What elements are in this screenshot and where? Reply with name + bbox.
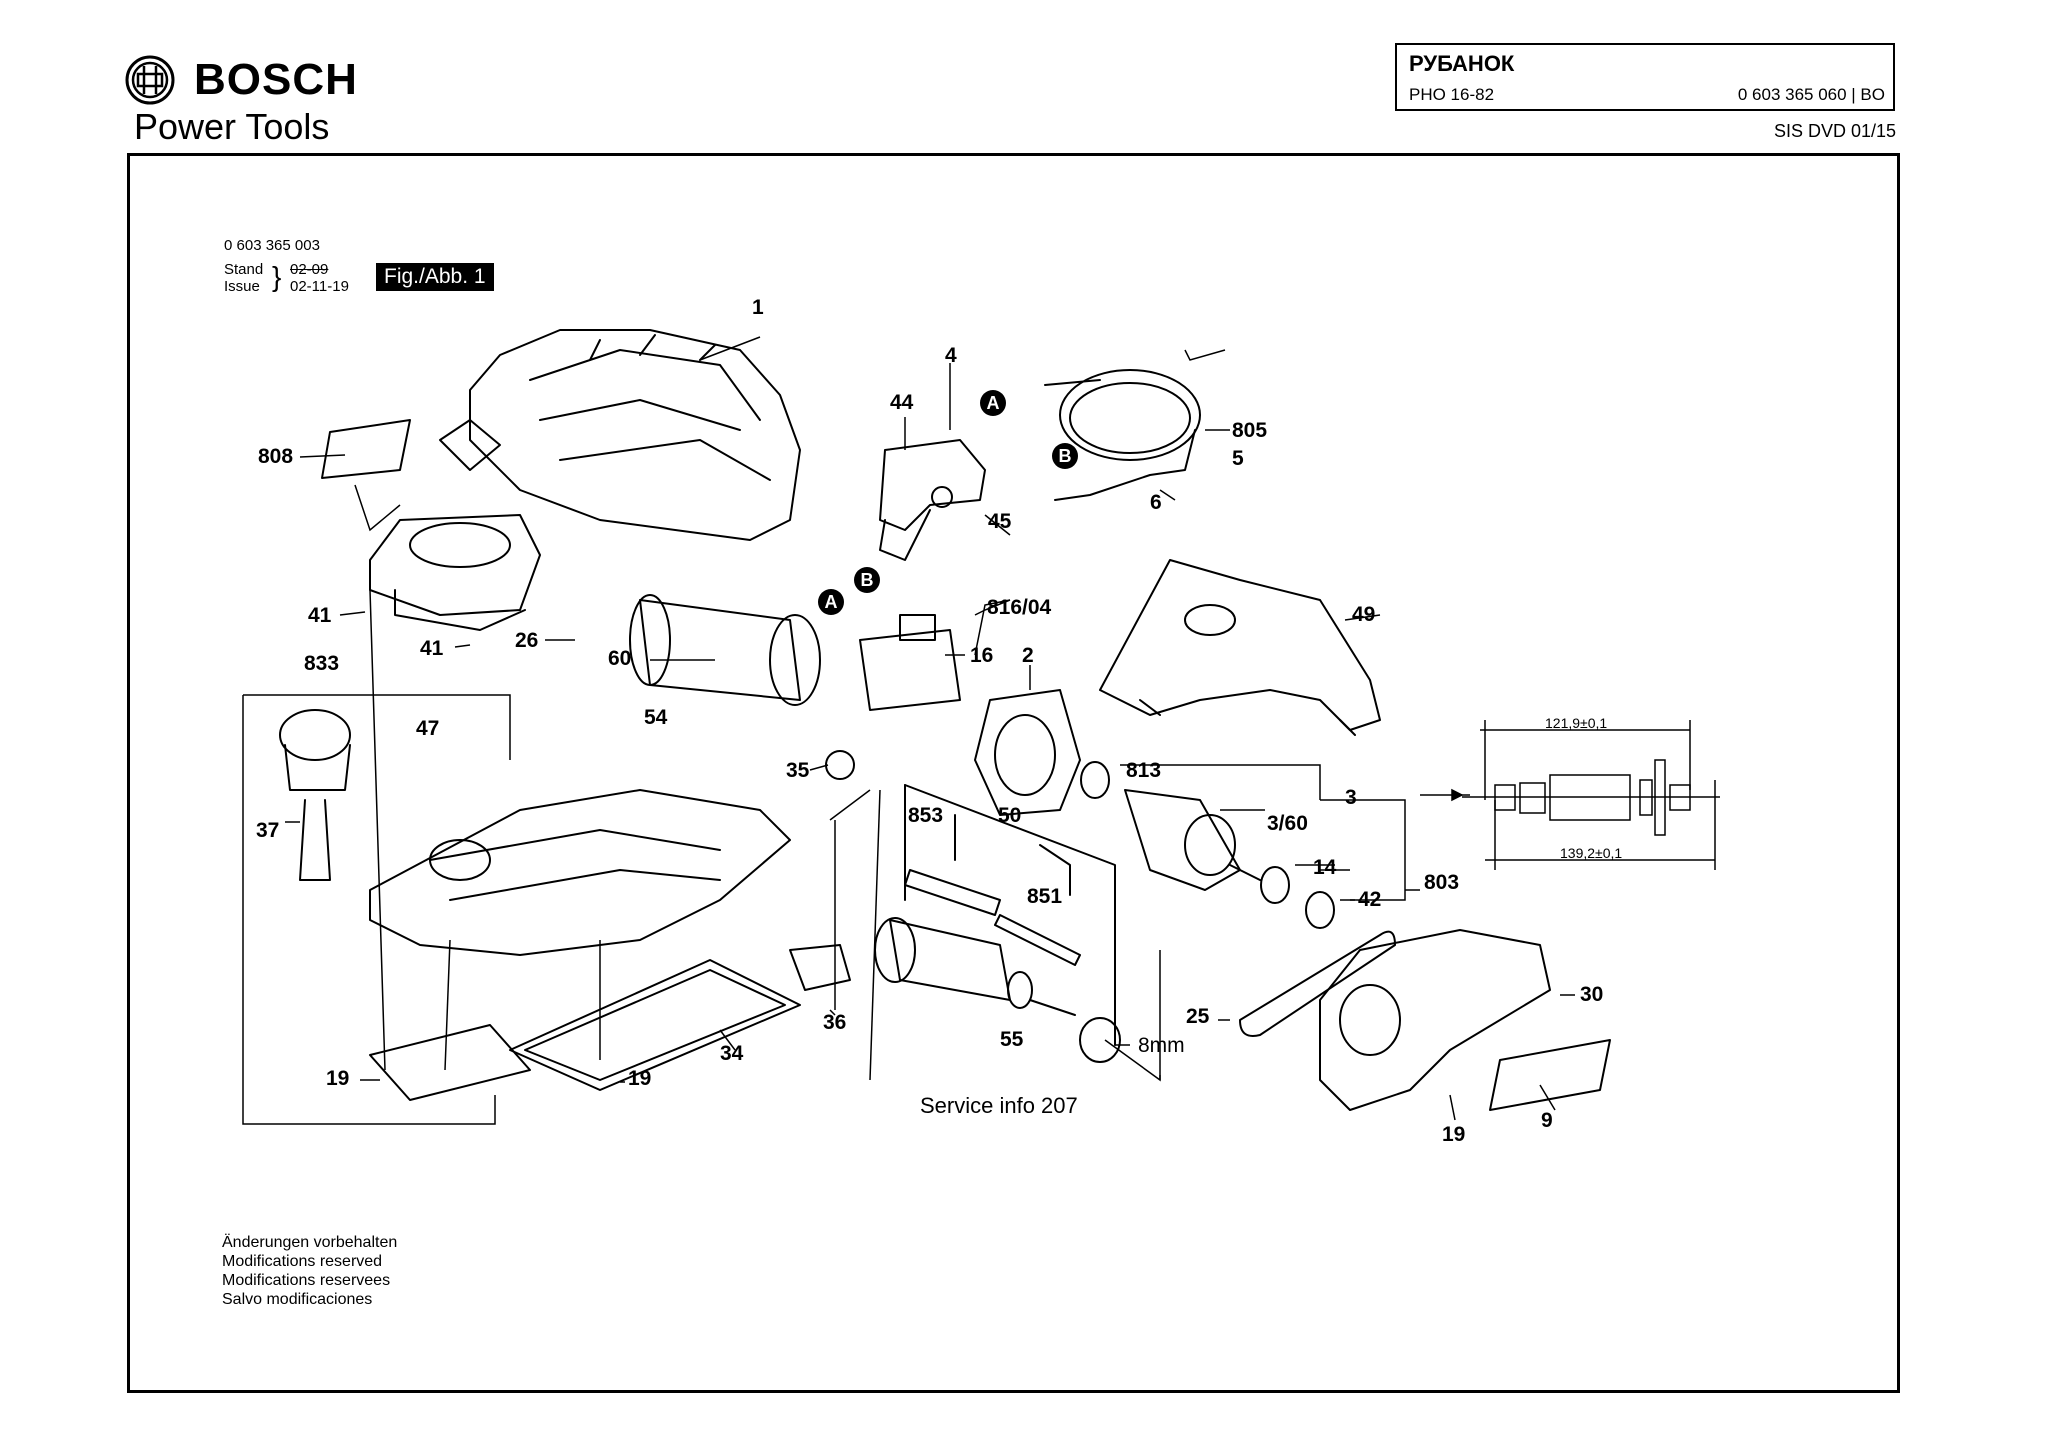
handle-part [1099,559,1381,731]
callout-44: 44 [890,391,914,414]
blade-holder-part [904,869,1001,916]
model-name: PHO 16-82 [1409,85,1495,104]
callout-marker-b2: B [854,567,880,593]
callout-26: 26 [515,629,539,652]
callout-25: 25 [1186,1005,1210,1028]
callout-34: 34 [720,1042,744,1065]
callout-2: 2 [1022,644,1034,667]
callout-35: 35 [786,759,810,782]
stand-value: 02-09 [290,261,329,278]
service-info: Service info 207 [920,1093,1078,1118]
callout-813: 813 [1126,759,1162,782]
callout-42: 42 [1358,888,1382,911]
drum-part [889,919,1011,1001]
shoe-36-part [789,944,851,991]
base-plate-part [369,1024,531,1101]
bearing-813 [1080,761,1110,799]
callout-30: 30 [1580,983,1604,1006]
belt-cover-part [1319,929,1551,1111]
callout-marker-b: B [1052,443,1078,469]
callout-808: 808 [258,445,294,468]
stator-part [974,689,1081,816]
intake-part [369,514,541,616]
note-es: Salvo modificaciones [222,1291,373,1308]
callout-36: 36 [823,1011,847,1034]
callout-8mm: 8mm [1138,1034,1185,1057]
callout-6: 6 [1150,491,1162,514]
callout-marker-a: A [980,390,1006,416]
callout-19-c: 19 [1442,1123,1466,1146]
callout-853: 853 [908,804,944,827]
title-box: РУБАНОК PHO 16-82 0 603 365 060 | BO [1395,43,1895,111]
bushing-35 [825,750,855,780]
pulley-42 [1305,891,1335,929]
callout-14: 14 [1313,856,1337,879]
callout-803: 803 [1424,871,1460,894]
callout-50: 50 [998,804,1022,827]
callout-19-a: 19 [326,1067,350,1090]
callout-3: 3 [1345,786,1357,809]
switch-part [879,439,986,531]
bosch-logo-icon [125,55,175,105]
note-de: Änderungen vorbehalten [222,1234,398,1251]
callout-60: 60 [608,647,632,670]
modification-notes: Änderungen vorbehalten Modifications res… [222,1233,397,1309]
issue-value: 02-11-19 [290,278,349,295]
callout-4: 4 [945,344,957,367]
callout-5: 5 [1232,447,1244,470]
callout-55: 55 [1000,1028,1024,1051]
bracket-glyph: } [272,261,282,292]
callout-833: 833 [304,652,340,675]
callout-marker-a2: A [818,589,844,615]
note-fr: Modifications reservees [222,1272,391,1289]
callout-47: 47 [416,717,440,740]
callout-37: 37 [256,819,280,842]
document-title: РУБАНОК [1409,51,1515,76]
callout-49: 49 [1352,603,1376,626]
pulley-part [1079,1017,1121,1063]
order-code: 0 603 365 060 | BO [1737,85,1885,104]
callout-54: 54 [644,706,668,729]
housing-part [469,329,801,541]
part-number: 0 603 365 003 [224,237,320,254]
dvd-version: SIS DVD 01/15 [1773,121,1896,141]
callout-16: 16 [970,644,994,667]
blade-851-part [994,914,1081,966]
callout-41-b: 41 [420,637,444,660]
armature-dimension-detail [1420,720,1720,870]
note-en: Modifications reserved [222,1253,383,1270]
dimension-121-9: 121,9±0,1 [1545,715,1608,731]
belt-part [1239,930,1396,1037]
label-9-part [1489,1039,1611,1111]
callout-9: 9 [1541,1109,1553,1132]
callout-41-a: 41 [308,604,332,627]
callout-45: 45 [988,510,1012,533]
brand-block: BOSCH Power Tools [124,50,384,155]
callout-816-04: 816/04 [987,596,1052,619]
issue-label: Issue [224,278,260,295]
callout-851: 851 [1027,885,1063,908]
brand-name: BOSCH [194,55,358,104]
brush-holder-part [859,629,961,711]
armature-part [1124,789,1241,891]
callout-805: 805 [1232,419,1268,442]
stand-label: Stand [224,261,264,278]
callout-19-b: 19 [628,1067,652,1090]
callout-1: 1 [752,296,764,319]
bearing-14 [1260,866,1290,904]
dimension-139-2: 139,2±0,1 [1560,845,1623,861]
drawing-frame [127,153,1900,1393]
label-plate-part [321,419,411,479]
figure-badge: Fig./Abb. 1 [376,263,494,291]
brand-subtitle: Power Tools [134,106,330,147]
motor-tube-part [639,599,801,701]
depth-knob-part [279,709,351,761]
base-part [369,789,791,956]
callout-3-60: 3/60 [1267,812,1308,835]
gasket-part [509,959,801,1091]
